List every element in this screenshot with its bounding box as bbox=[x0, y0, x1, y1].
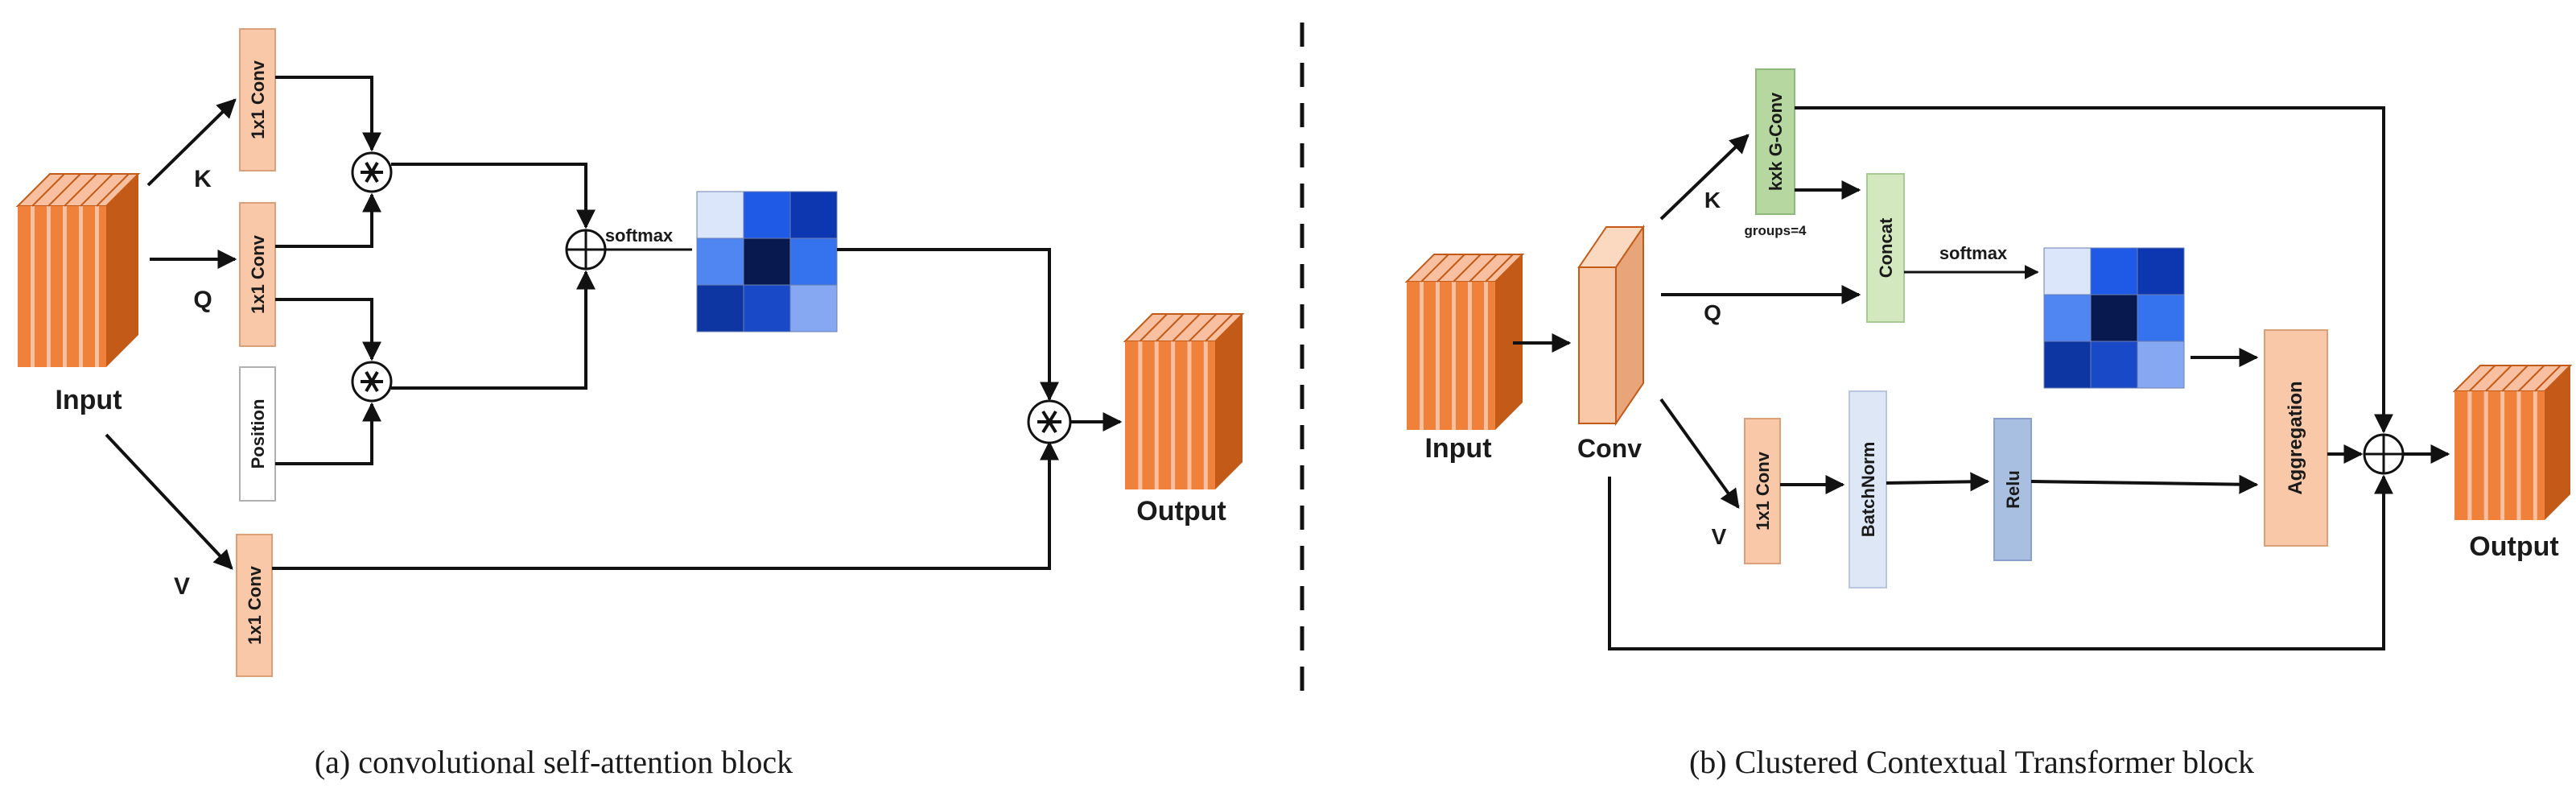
arrow-input-v-a bbox=[105, 433, 233, 570]
input-tensor-a bbox=[15, 173, 141, 367]
matrix-cell bbox=[2090, 247, 2138, 295]
line-q-mult2-a bbox=[275, 298, 381, 361]
conv-v-box-a bbox=[236, 534, 273, 677]
relu-box-b bbox=[1993, 418, 2032, 561]
caption-a: (a) convolutional self-attention block bbox=[315, 744, 793, 780]
line-mult1-plus-a bbox=[391, 163, 596, 229]
input-label-b: Input bbox=[1424, 433, 1491, 464]
matrix-cell bbox=[696, 237, 744, 286]
conv-label-b: Conv bbox=[1577, 434, 1642, 463]
matrix-cell bbox=[789, 191, 838, 239]
concat-label-b: Concat bbox=[1876, 217, 1896, 278]
caption-b: (b) Clustered Contextual Transformer blo… bbox=[1689, 744, 2254, 780]
groups-label-b: groups=4 bbox=[1745, 223, 1807, 238]
skip-conv-plus-b bbox=[1608, 474, 2393, 650]
line-mult2-plus-a bbox=[391, 270, 596, 390]
k-label-a: K bbox=[194, 166, 212, 192]
conv1x1-box-b bbox=[1744, 418, 1781, 564]
arrow-conv-gconv-b bbox=[1659, 134, 1750, 221]
matrix-cell bbox=[743, 284, 791, 332]
conv-prism-b bbox=[1577, 224, 1645, 427]
plus-circle-a bbox=[565, 229, 607, 270]
input-label-a: Input bbox=[55, 385, 122, 415]
q-label-a: Q bbox=[193, 287, 212, 313]
multiply-circle-3-a bbox=[1027, 399, 1072, 444]
k-label-b: K bbox=[1704, 188, 1721, 213]
v-label-b: V bbox=[1712, 524, 1727, 549]
batchnorm-label-b: BatchNorm bbox=[1858, 442, 1878, 538]
conv1x1-label-b: 1x1 Conv bbox=[1753, 451, 1773, 531]
gconv-label-b: kxk G-Conv bbox=[1766, 92, 1786, 191]
multiply-circle-2-a bbox=[351, 361, 393, 403]
matrix-cell bbox=[2043, 341, 2092, 389]
matrix-cell bbox=[2090, 294, 2138, 342]
skip-gconv-plus-b bbox=[1795, 106, 2393, 434]
input-tensor-b bbox=[1404, 254, 1525, 430]
matrix-cell bbox=[696, 191, 744, 239]
matrix-cell bbox=[2137, 294, 2185, 342]
aggregation-box-b bbox=[2264, 329, 2328, 547]
conv-v-label-a: 1x1 Conv bbox=[245, 565, 265, 645]
output-tensor-b bbox=[2452, 365, 2573, 520]
matrix-cell bbox=[2043, 247, 2092, 295]
matrix-cell bbox=[2137, 341, 2185, 389]
matrix-cell bbox=[2043, 294, 2092, 342]
output-label-a: Output bbox=[1136, 496, 1226, 527]
matrix-cell bbox=[789, 237, 838, 286]
line-matrix-mult3-a bbox=[837, 248, 1059, 402]
matrix-cell bbox=[743, 237, 791, 286]
output-label-b: Output bbox=[2469, 531, 2558, 562]
arrow-bn-relu-b bbox=[1886, 472, 1990, 492]
attention-matrix-a bbox=[696, 191, 838, 332]
matrix-cell bbox=[2137, 247, 2185, 295]
conv-q-box-a bbox=[239, 202, 276, 347]
panel-a: Input 1x1 Conv 1x1 Conv Position 1x1 Con… bbox=[15, 28, 1245, 780]
multiply-circle-1-a bbox=[351, 151, 393, 193]
q-label-b: Q bbox=[1704, 300, 1721, 325]
line-v-mult3-a bbox=[272, 440, 1059, 570]
matrix-cell bbox=[696, 284, 744, 332]
gconv-box-b bbox=[1755, 68, 1795, 215]
softmax-label-a: softmax bbox=[605, 225, 674, 246]
v-label-a: V bbox=[174, 573, 190, 600]
aggregation-label-b: Aggregation bbox=[2285, 381, 2306, 494]
arrow-conv-1x1-b bbox=[1659, 398, 1740, 509]
conv-k-label-a: 1x1 Conv bbox=[248, 60, 268, 139]
arrow-relu-aggregation-b bbox=[2030, 474, 2259, 494]
batchnorm-box-b bbox=[1849, 390, 1887, 588]
relu-label-b: Relu bbox=[2003, 470, 2023, 509]
arrow-input-k-a bbox=[146, 98, 237, 187]
line-k-mult1-a bbox=[275, 76, 381, 152]
softmax-label-b: softmax bbox=[1939, 243, 2008, 263]
position-box-a bbox=[239, 366, 276, 502]
conv-q-label-a: 1x1 Conv bbox=[248, 234, 268, 314]
line-pos-mult2-a bbox=[275, 402, 381, 465]
position-label-a: Position bbox=[248, 399, 268, 469]
matrix-cell bbox=[743, 191, 791, 239]
conv-k-box-a bbox=[239, 28, 276, 171]
output-tensor-a bbox=[1123, 313, 1245, 489]
plus-circle-b bbox=[2363, 433, 2405, 475]
matrix-cell bbox=[2090, 341, 2138, 389]
panel-b: Input Conv kxk G-Conv groups=4 Concat K … bbox=[1404, 68, 2573, 780]
matrix-cell bbox=[789, 284, 838, 332]
line-q-mult1-a bbox=[275, 192, 381, 248]
concat-box-b bbox=[1866, 173, 1905, 323]
attention-matrix-b bbox=[2043, 247, 2185, 389]
